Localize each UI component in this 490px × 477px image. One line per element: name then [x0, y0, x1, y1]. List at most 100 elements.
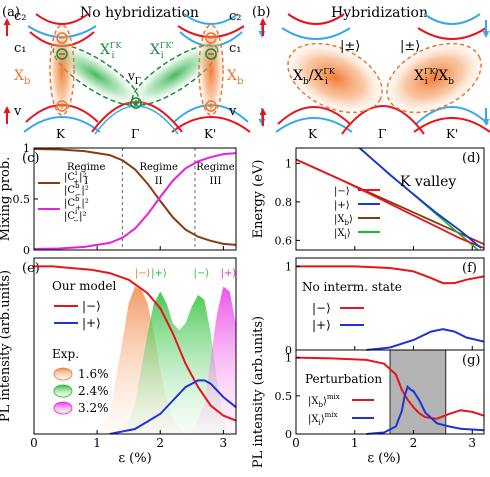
- ytick-label-c: 0.5: [13, 193, 31, 206]
- band-kp-c2: [183, 13, 239, 25]
- legend-label-d: |+⟩: [334, 200, 350, 211]
- regime-number: II: [155, 176, 163, 187]
- peak-label-e: |−⟩: [135, 268, 151, 279]
- exp-legend-swatch: [53, 384, 73, 398]
- band-k-v-blue: [23, 116, 101, 133]
- series-line-d-red: [296, 158, 484, 249]
- series-line-c-magenta: [33, 152, 237, 250]
- ylabel-c: Mixing prob.: [0, 157, 13, 242]
- label-c2: c₂: [14, 9, 27, 24]
- exp-legend-swatch: [53, 401, 73, 415]
- b-band-kp-v-red: [415, 106, 489, 125]
- label-c1-right: c₁: [229, 41, 242, 56]
- panel-a: (a) No hybridization: [2, 5, 266, 141]
- ytick-label-c: 1: [23, 142, 30, 155]
- ytick-label-d: 1: [285, 157, 292, 170]
- legend-label-c: |Cb+|²: [64, 195, 89, 212]
- label-pm-right: |±⟩: [400, 39, 420, 54]
- ytick-label-d: 0.6: [275, 234, 293, 247]
- exp-legend-label: 3.2%: [78, 401, 109, 415]
- xtick-label-e: 2: [156, 436, 164, 450]
- xtick-label-e: 0: [30, 436, 38, 450]
- legend-label-d: |Xi⟩: [334, 228, 351, 241]
- ylabel-e: PL intensity (arb.units): [0, 270, 13, 422]
- label-xb-right: Xb: [227, 68, 243, 87]
- regime-number: I: [84, 176, 88, 187]
- label-xb: Xb: [14, 68, 30, 87]
- series-line-d-blue: [358, 148, 482, 249]
- series-line-e-red: [34, 265, 236, 422]
- b-band-gamma: [341, 105, 425, 135]
- xtick-label-e: 3: [220, 436, 228, 450]
- xb-k-ellipse: [49, 24, 75, 116]
- plot-frame-d: [295, 147, 485, 251]
- legend-label-g: |Xi⟩mix: [308, 411, 338, 427]
- ylabel-fg: PL intensity (arb.units): [251, 316, 266, 468]
- series-line-c-brown: [33, 148, 237, 246]
- b-band-k-c1: [281, 27, 351, 40]
- regime-label: Regime: [196, 162, 235, 173]
- legend-label-g: |Xb⟩mix: [308, 393, 340, 409]
- exp-legend-label: 2.4%: [78, 384, 109, 398]
- legend-label-c: |Ci−|²: [64, 208, 87, 225]
- ytick-label-g: 1: [285, 352, 292, 365]
- xtick-label-g: 1: [351, 436, 359, 450]
- xlabel-g: ε (%): [367, 451, 400, 466]
- label-v: v: [13, 104, 22, 119]
- legend-label-e: |−⟩: [82, 299, 101, 313]
- legend-label-f: |+⟩: [312, 318, 331, 332]
- xb-kp-ellipse: [198, 24, 224, 116]
- gamma-carrier: [130, 97, 142, 109]
- xtick-label-g: 2: [410, 436, 418, 450]
- label-kp: K': [204, 127, 216, 141]
- label-b-gamma: Γ: [378, 127, 386, 141]
- plot-frame-g: [295, 349, 485, 435]
- annotation-d: K valley: [400, 174, 456, 190]
- annotation-f: No interm. state: [302, 280, 402, 294]
- label-c2-right: c₂: [229, 9, 242, 24]
- exp-area-green: [122, 291, 230, 434]
- xlabel-e: ε (%): [118, 451, 151, 466]
- series-line-f-blue: [366, 328, 485, 351]
- label-v-right: v: [228, 104, 237, 119]
- b-band-kp-c1: [417, 27, 487, 40]
- plot-d-lines: [296, 148, 484, 250]
- label-vg: vΓ: [127, 69, 141, 87]
- ylabel-d: Energy (eV): [251, 160, 266, 239]
- label-b-k: K: [308, 127, 318, 141]
- b-band-k-v-blue: [275, 117, 353, 133]
- series-line-f-red: [296, 265, 485, 285]
- band-kp-v-blue: [171, 116, 251, 133]
- series-line-g-red: [295, 356, 485, 420]
- label-c1: c₁: [14, 41, 27, 56]
- exp-legend-label: 1.6%: [78, 367, 109, 381]
- peak-label-e: |+⟩: [151, 268, 167, 279]
- panel-b-title: Hybridization: [331, 5, 428, 21]
- label-gamma: Γ: [131, 127, 139, 141]
- ytick-label-f: 0: [285, 344, 292, 357]
- band-gamma-v2: [94, 105, 179, 135]
- label-xi-xb-right: XΓK'i/Xb: [414, 67, 454, 87]
- label-xi-gkp: XΓK'i: [150, 41, 174, 61]
- plot-frame-e: [33, 257, 237, 435]
- ytick-label-g: 0: [285, 428, 292, 441]
- regime-number: III: [210, 176, 222, 187]
- series-line-e-blue: [109, 379, 236, 434]
- plot-e-areas: [34, 265, 236, 434]
- legend-label-d: |Xb⟩: [334, 214, 353, 227]
- panel-b-label: (b): [252, 5, 270, 20]
- exp-title-e: Exp.: [52, 347, 79, 361]
- xtick-label-g: 3: [468, 436, 476, 450]
- ytick-label-d: 0.8: [275, 196, 293, 209]
- band-k-c2: [35, 13, 89, 25]
- label-k: K: [56, 127, 66, 141]
- legend-label-c: |Cb−|²: [64, 182, 89, 199]
